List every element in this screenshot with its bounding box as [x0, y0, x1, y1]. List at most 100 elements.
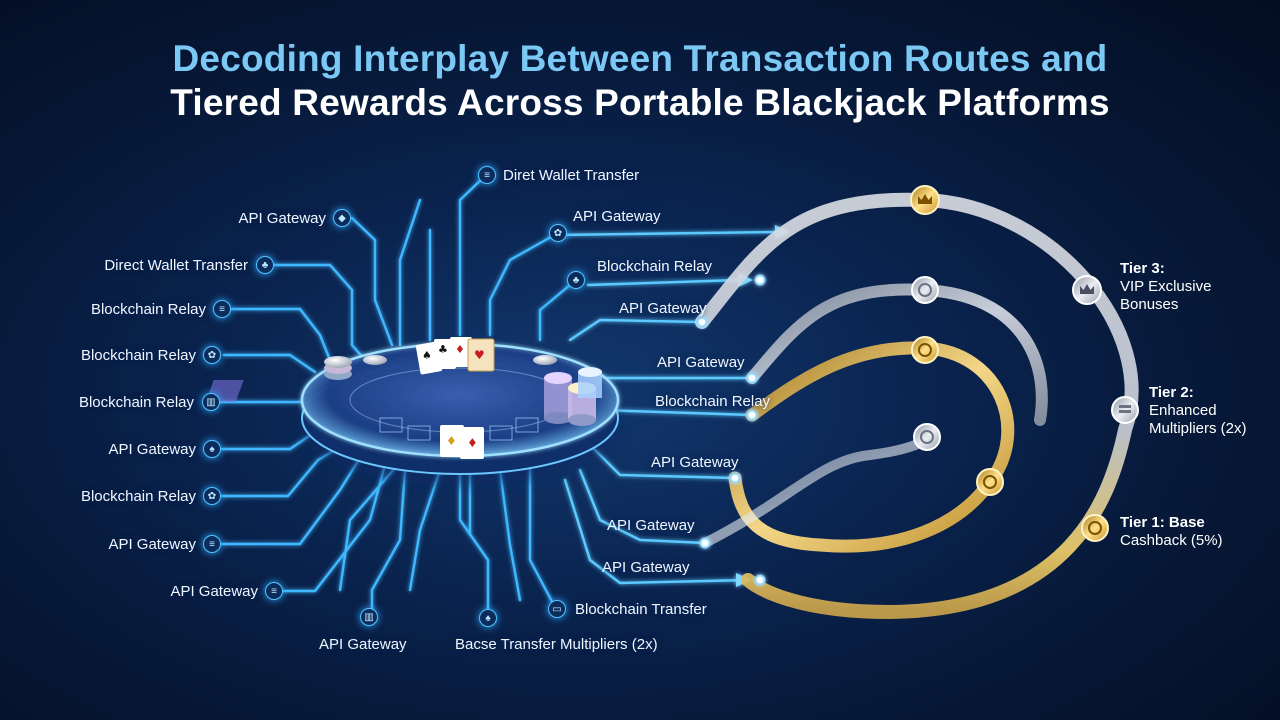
route-line — [588, 443, 737, 480]
spade-icon: ♠ — [203, 440, 221, 458]
route-line — [538, 278, 578, 342]
route-label: API Gateway — [602, 559, 690, 576]
tier-desc: VIP Exclusive — [1120, 278, 1212, 295]
route-line — [272, 263, 367, 362]
route-label: Blockchain Relay — [80, 488, 196, 505]
route-line — [222, 353, 317, 374]
tier-2-label: Tier 2: Enhanced Multipliers (2x) — [1149, 384, 1247, 438]
building-icon: ▥ — [360, 608, 378, 626]
route-label: Blockchain Relay — [80, 347, 196, 364]
crown-badge-icon — [1072, 275, 1102, 305]
puzzle-icon: ✿ — [549, 224, 567, 242]
route-label: Bacse Transfer Multipliers (2x) — [455, 636, 658, 653]
route-label: API Gateway — [238, 210, 326, 227]
chip-badge-icon — [911, 336, 939, 364]
chip-stack — [544, 367, 602, 426]
tier-badges — [910, 185, 1139, 542]
svg-text:♦: ♦ — [455, 343, 465, 356]
svg-text:♣: ♣ — [438, 343, 448, 356]
route-line — [408, 468, 442, 592]
route-line — [568, 318, 704, 342]
route-line — [598, 408, 754, 417]
svg-text:♥: ♥ — [474, 348, 485, 362]
route-line — [553, 230, 777, 237]
route-line — [498, 468, 522, 602]
route-endpoint — [729, 472, 741, 484]
stack-icon: ≡ — [203, 535, 221, 553]
route-label: API Gateway — [108, 441, 196, 458]
svg-text:♠: ♠ — [422, 349, 432, 362]
route-label: API Gateway — [108, 536, 196, 553]
route-line — [458, 173, 488, 337]
route-label: Blockchain Transfer — [575, 601, 707, 618]
title-line-2: Tiered Rewards Across Portable Blackjack… — [170, 82, 1110, 123]
tier-1-arc — [728, 341, 1015, 553]
route-label: API Gateway — [607, 517, 695, 534]
tier-desc: Multipliers (2x) — [1149, 420, 1247, 437]
stack-badge-icon — [1111, 396, 1139, 424]
chip-badge-icon — [911, 276, 939, 304]
svg-text:♦: ♦ — [446, 434, 457, 448]
crown-badge-icon — [910, 185, 940, 215]
route-label: API Gateway — [657, 354, 745, 371]
chip-badge-icon — [1081, 514, 1109, 542]
route-line — [280, 463, 387, 593]
route-line — [350, 216, 394, 347]
blackjack-table: ♠ ♣ ♦ ♥ ♦ ♦ — [205, 337, 620, 485]
route-line — [230, 307, 332, 362]
playing-cards: ♠ ♣ ♦ ♥ — [415, 337, 495, 375]
right-route-lines — [553, 230, 777, 585]
route-line — [338, 466, 397, 592]
route-endpoints — [696, 274, 766, 586]
route-label: Blockchain Relay — [78, 394, 194, 411]
playing-cards: ♦ ♦ — [440, 425, 484, 459]
spade-icon: ♠ — [479, 609, 497, 627]
building-icon: ▥ — [202, 393, 220, 411]
stack-icon: ≡ — [213, 300, 231, 318]
ticket-icon: ▭ — [548, 600, 566, 618]
chip-stack — [533, 355, 557, 365]
title-line-1: Decoding Interplay Between Transaction R… — [172, 38, 1108, 79]
route-label: Blockchain Relay — [90, 301, 206, 318]
route-label: Diret Wallet Transfer — [503, 167, 640, 184]
chip-stack — [363, 355, 387, 365]
route-label: Blockchain Relay — [655, 393, 771, 410]
tier-1-label: Tier 1: Base Cashback (5%) — [1120, 514, 1223, 550]
route-endpoint — [746, 409, 758, 421]
stack-icon: ≡ — [478, 166, 496, 184]
chip-badge-icon — [913, 423, 941, 451]
tier-desc: Cashback (5%) — [1120, 532, 1223, 549]
tier-desc: Enhanced — [1149, 402, 1217, 419]
route-line — [220, 456, 362, 546]
club-icon: ♣ — [567, 271, 585, 289]
route-line — [578, 468, 707, 545]
route-line — [563, 478, 750, 585]
route-label: API Gateway — [619, 300, 707, 317]
route-line — [398, 198, 422, 347]
puzzle-icon: ✿ — [203, 487, 221, 505]
route-label: API Gateway — [573, 208, 661, 225]
route-line — [528, 468, 558, 611]
route-lines — [218, 173, 578, 620]
shield-icon: ◆ — [333, 209, 351, 227]
tier-name: Tier 2: — [1149, 384, 1194, 401]
route-endpoint — [696, 316, 708, 328]
club-icon: ♣ — [256, 256, 274, 274]
tier-name: Tier 3: — [1120, 260, 1165, 277]
route-label: API Gateway — [651, 454, 739, 471]
route-label: API Gateway — [319, 636, 407, 653]
route-endpoint — [754, 274, 766, 286]
route-line — [488, 231, 560, 337]
route-label: Direct Wallet Transfer — [104, 257, 248, 274]
route-line — [220, 446, 340, 498]
stack-icon: ≡ — [265, 582, 283, 600]
route-label: Blockchain Relay — [597, 258, 713, 275]
route-line — [458, 470, 490, 620]
route-endpoint — [746, 372, 758, 384]
tier-3-label: Tier 3: VIP Exclusive Bonuses — [1120, 260, 1211, 314]
route-endpoint — [754, 574, 766, 586]
route-line — [370, 468, 407, 619]
route-line — [586, 278, 740, 287]
tier-name: Tier 1: Base — [1120, 514, 1205, 531]
